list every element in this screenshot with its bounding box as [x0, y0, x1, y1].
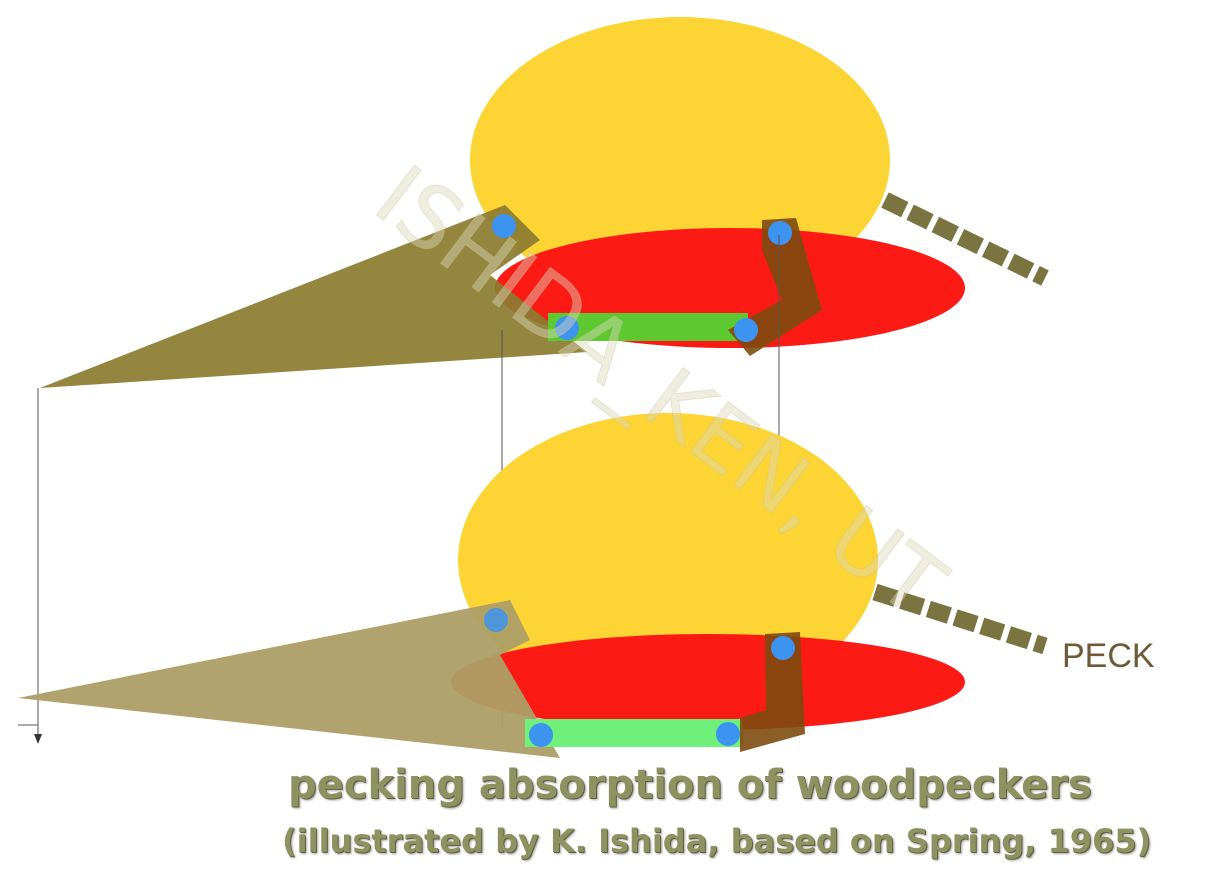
beak-lower — [872, 583, 1048, 655]
jaw-lower — [451, 634, 965, 730]
diagram-title: pecking absorption of woodpeckers — [288, 762, 1092, 808]
muscle-lower — [18, 600, 560, 758]
joint-upper-1 — [492, 214, 516, 238]
head-lower — [458, 413, 878, 707]
beak-upper — [881, 192, 1049, 286]
muscle-upper — [40, 205, 587, 388]
diagram-subtitle: (illustrated by K. Ishida, based on Spri… — [282, 822, 1152, 860]
hyoid-bone-lower — [740, 632, 805, 752]
joint-lower-2 — [771, 636, 795, 660]
joint-upper-3 — [555, 316, 579, 340]
joint-upper-2 — [768, 221, 792, 245]
hyoid-link-upper — [548, 313, 748, 341]
arrow-head — [34, 734, 42, 744]
hyoid-link-lower — [525, 719, 743, 747]
joint-lower-4 — [716, 722, 740, 746]
joint-lower-3 — [529, 723, 553, 747]
upper-state — [40, 17, 1049, 388]
joint-upper-4 — [734, 318, 758, 342]
lower-state — [18, 413, 1048, 758]
peck-label: PECK — [1062, 637, 1155, 675]
joint-lower-1 — [484, 608, 508, 632]
